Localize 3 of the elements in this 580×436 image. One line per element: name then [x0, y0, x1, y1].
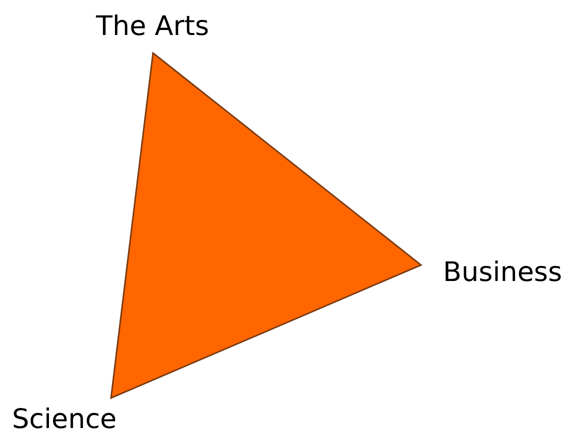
vertex-label: The Arts [96, 13, 210, 40]
vertex-label: Science [12, 406, 117, 433]
vertex-label: Business [443, 259, 562, 286]
